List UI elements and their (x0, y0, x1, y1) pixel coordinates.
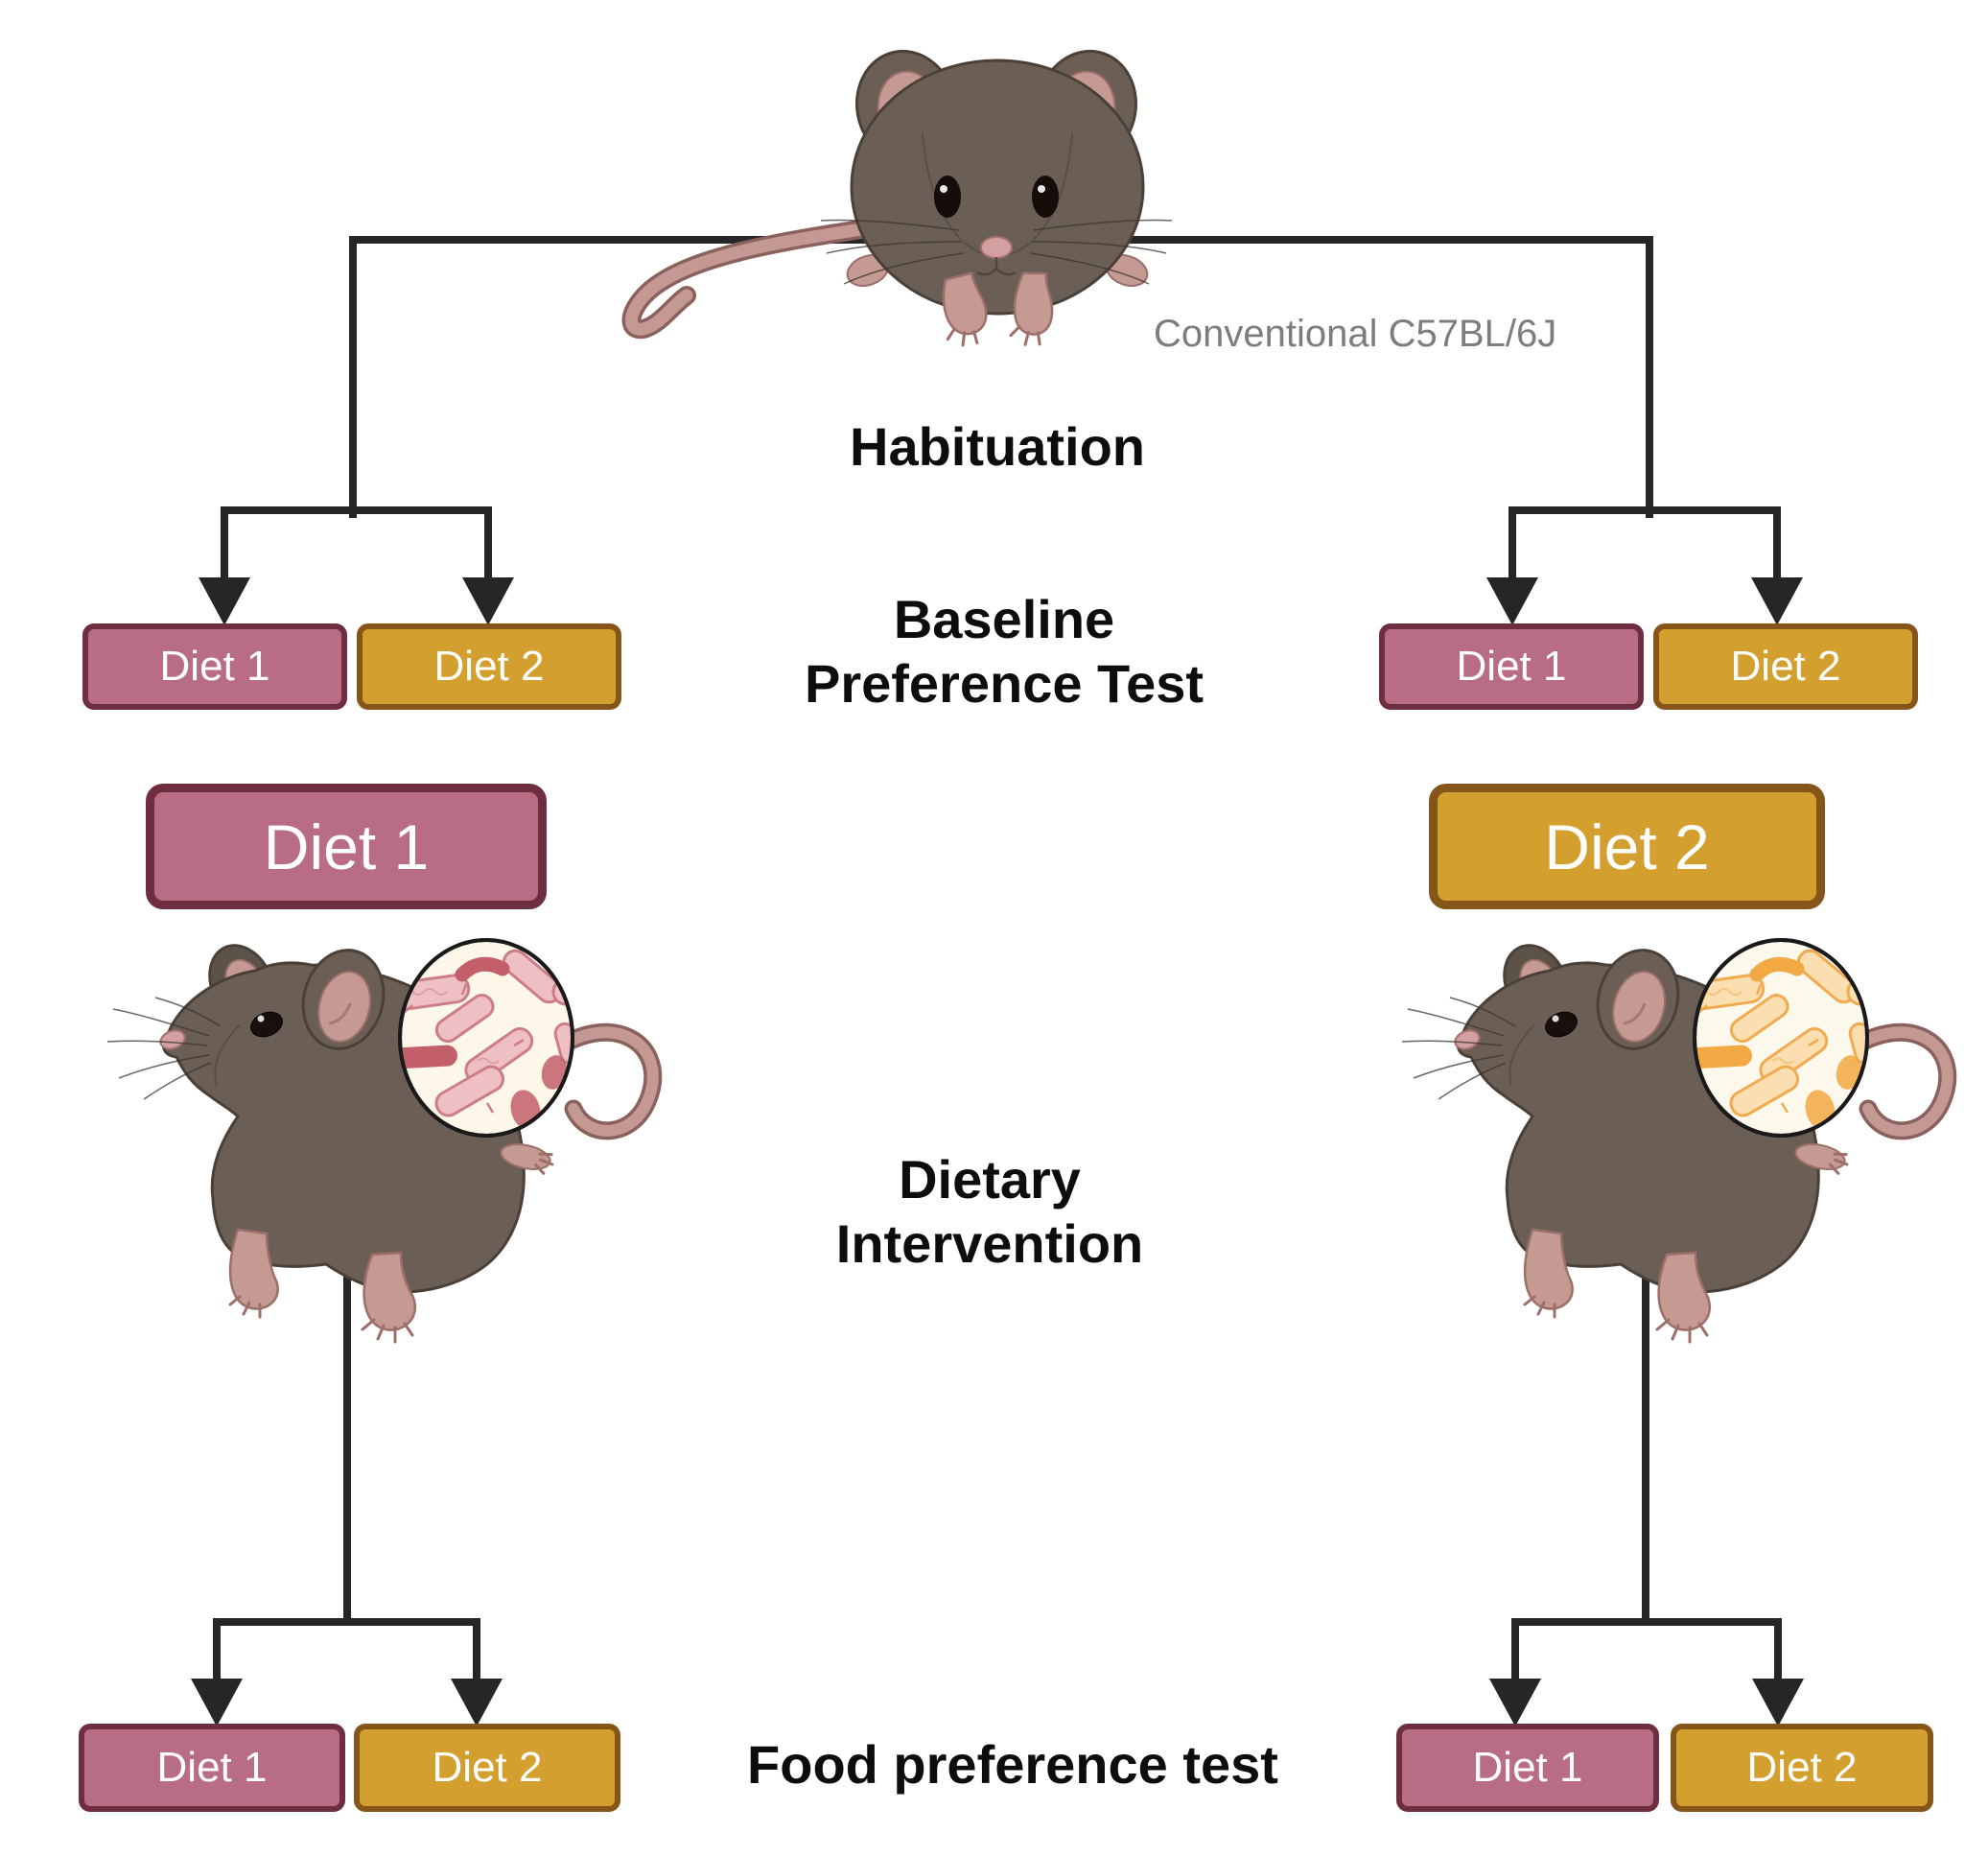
stage-food-preference-test-label: Food preference test (747, 1734, 1278, 1795)
baseline-right-diet1-box: Diet 1 (1379, 623, 1644, 710)
baseline-right-diet2-box: Diet 2 (1653, 623, 1918, 710)
food-right-branch (1511, 1618, 1782, 1688)
food-left-diet2-box: Diet 2 (354, 1724, 620, 1812)
food-right-diet1-box: Diet 1 (1396, 1724, 1659, 1812)
intervention-diet1-box: Diet 1 (146, 784, 547, 909)
diet1-mouse-with-microbiota-illustration (107, 935, 653, 1342)
strain-label: Conventional C57BL/6J (1154, 313, 1557, 355)
baseline-right-branch (1509, 506, 1781, 587)
baseline-left-diet1-box: Diet 1 (82, 623, 347, 710)
connector-arrowheads (191, 577, 1804, 1727)
baseline-left-branch (221, 506, 492, 587)
baseline-left-diet2-box: Diet 2 (357, 623, 621, 710)
stage-habituation-label: Habituation (850, 416, 1145, 477)
diet2-mouse-with-microbiota-illustration (1402, 935, 1948, 1342)
intervention-diet2-box: Diet 2 (1429, 784, 1825, 909)
food-left-branch (213, 1618, 480, 1688)
conventional-mouse-illustration (621, 49, 1173, 347)
food-right-diet2-box: Diet 2 (1671, 1724, 1933, 1812)
food-left-diet1-box: Diet 1 (79, 1724, 345, 1812)
stage-dietary-intervention-label: Dietary Intervention (835, 1149, 1144, 1275)
stage-baseline-preference-test-label: Baseline Preference Test (804, 589, 1204, 715)
